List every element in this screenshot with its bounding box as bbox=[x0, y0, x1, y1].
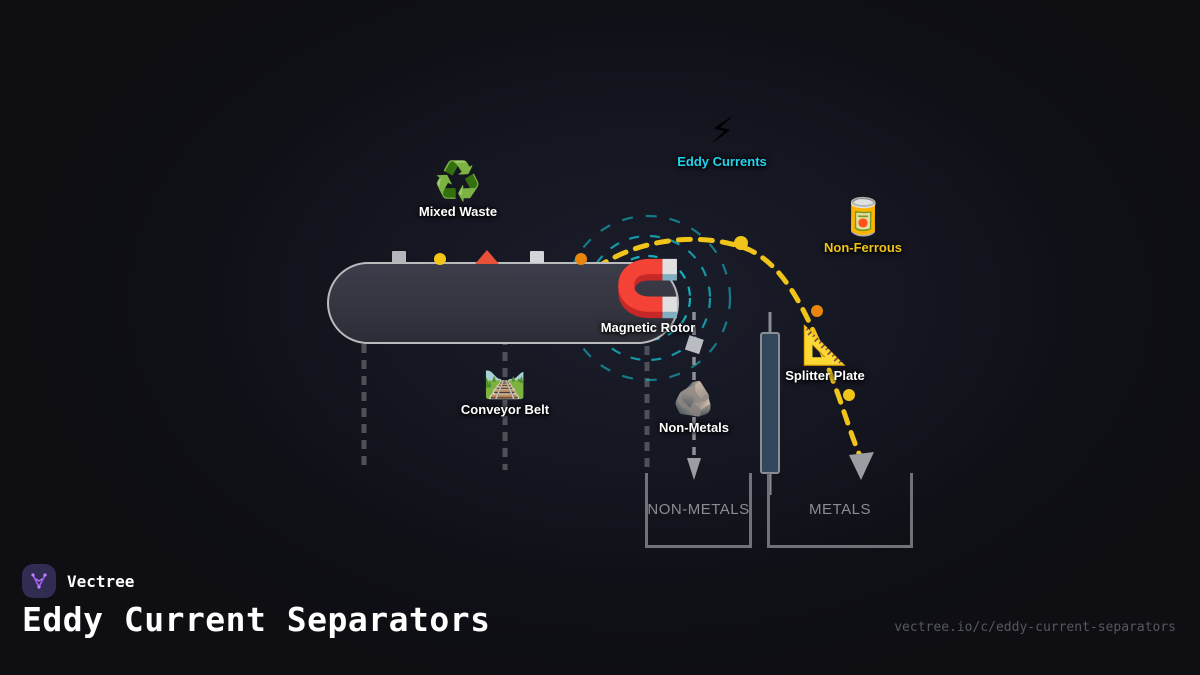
bin-walls bbox=[767, 473, 913, 548]
railway-track-icon: 🛤️ bbox=[483, 361, 527, 401]
node-splitter-plate[interactable]: 📐 Splitter Plate bbox=[755, 326, 895, 383]
conveyor-support-legs bbox=[361, 330, 650, 470]
site-url: vectree.io/c/eddy-current-separators bbox=[894, 620, 1176, 635]
node-label: Magnetic Rotor bbox=[600, 320, 696, 335]
bin-walls bbox=[645, 473, 752, 548]
node-label: Non-Metals bbox=[658, 420, 730, 435]
footer: Vectree Eddy Current Separators vectree.… bbox=[0, 560, 1200, 675]
node-mixed-waste[interactable]: ♻️ Mixed Waste bbox=[388, 162, 528, 219]
brand-row: Vectree bbox=[22, 564, 134, 598]
rock-icon: 🪨 bbox=[672, 379, 716, 419]
vectree-logo-icon bbox=[22, 564, 56, 598]
node-non-metals[interactable]: 🪨 Non-Metals bbox=[624, 382, 764, 435]
node-non-ferrous[interactable]: 🥫 Non-Ferrous bbox=[793, 197, 933, 256]
lightning-bolt-icon: ⚡ bbox=[709, 111, 735, 152]
belt-item-circle-2 bbox=[575, 253, 587, 265]
brand-name: Vectree bbox=[67, 571, 135, 591]
bin-non-metals: NON-METALS bbox=[645, 473, 752, 548]
belt-item-triangle-1 bbox=[475, 250, 499, 264]
node-label: Non-Ferrous bbox=[824, 240, 902, 255]
magnet-icon: 🧲 bbox=[614, 257, 682, 320]
canned-food-icon: 🥫 bbox=[840, 197, 886, 238]
node-label: Eddy Currents bbox=[677, 154, 767, 169]
conveyor-belt-body bbox=[327, 262, 679, 344]
non-ferrous-arc-path bbox=[593, 236, 874, 480]
bin-label: METALS bbox=[809, 501, 871, 518]
node-magnetic-rotor[interactable]: 🧲 Magnetic Rotor bbox=[578, 257, 718, 336]
triangular-ruler-icon: 📐 bbox=[801, 323, 849, 367]
belt-item-square-2 bbox=[530, 251, 544, 263]
recycling-icon: ♻️ bbox=[434, 159, 482, 203]
belt-item-square-1 bbox=[392, 251, 406, 263]
node-label: Splitter Plate bbox=[785, 368, 865, 383]
page-title: Eddy Current Separators bbox=[22, 600, 491, 639]
node-label: Conveyor Belt bbox=[460, 402, 550, 417]
vectree-logo-glyph bbox=[31, 573, 47, 589]
node-label: Mixed Waste bbox=[418, 204, 498, 219]
non-metals-drop-path bbox=[684, 312, 704, 480]
node-eddy-currents[interactable]: ⚡ Eddy Currents bbox=[652, 111, 792, 170]
node-conveyor-belt[interactable]: 🛤️ Conveyor Belt bbox=[435, 364, 575, 417]
bin-metals: METALS bbox=[767, 473, 913, 548]
belt-item-circle-1 bbox=[434, 253, 446, 265]
splitter-divider-bar bbox=[760, 332, 780, 474]
bin-label: NON-METALS bbox=[647, 501, 750, 518]
